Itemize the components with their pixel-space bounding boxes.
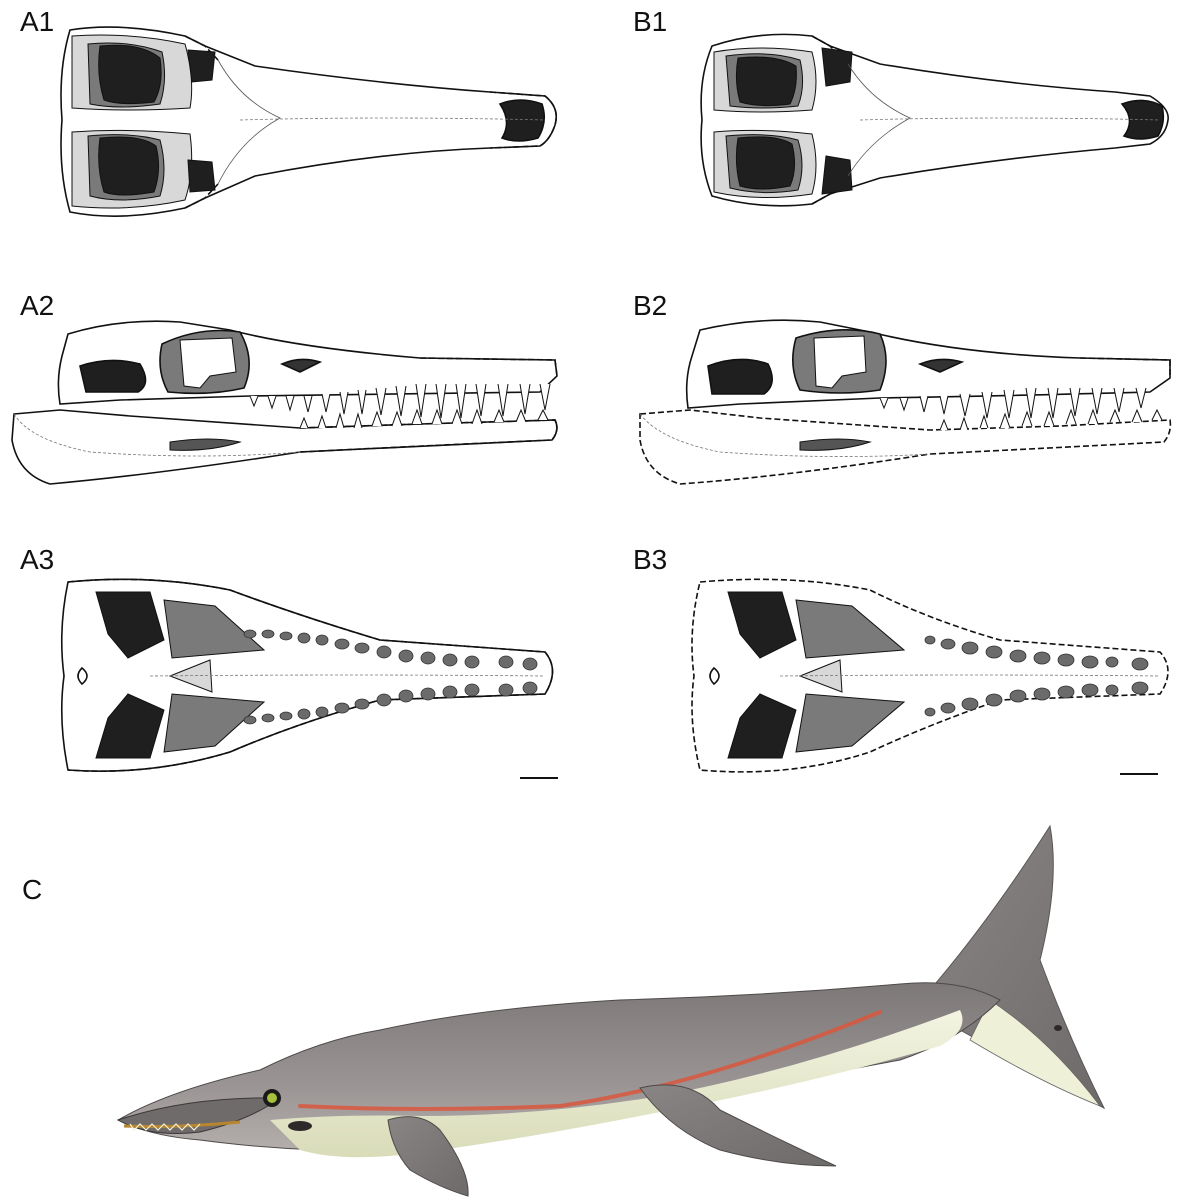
alveoli-lower-b3 [924, 681, 1149, 717]
skull-palatal-a3 [60, 578, 558, 779]
life-reconstruction-c [116, 824, 1106, 1197]
panel-label-a1: A1 [20, 6, 55, 37]
panel-label-c: C [22, 874, 43, 905]
panel-label-b2: B2 [633, 290, 668, 321]
lower-teeth-b2 [939, 408, 1163, 431]
lower-teeth-a2 [299, 408, 549, 429]
skull-lateral-b2 [639, 319, 1172, 485]
skull-lateral-a2 [11, 320, 558, 485]
alveoli-upper-b3 [924, 635, 1149, 671]
skull-palatal-b3 [691, 578, 1169, 775]
panel-label-b3: B3 [633, 544, 668, 575]
upper-teeth-b2 [879, 387, 1147, 419]
skull-dorsal-a1 [60, 26, 558, 217]
rear-flipper [639, 1084, 837, 1167]
skull-dorsal-b1 [700, 33, 1169, 207]
upper-teeth-a2 [249, 383, 551, 419]
panel-label-a2: A2 [20, 290, 55, 321]
alveoli-upper-a3 [243, 629, 538, 671]
panel-label-a3: A3 [20, 544, 55, 575]
panel-label-b1: B1 [633, 6, 668, 37]
front-flipper [387, 1116, 469, 1197]
alveoli-lower-a3 [243, 681, 538, 725]
